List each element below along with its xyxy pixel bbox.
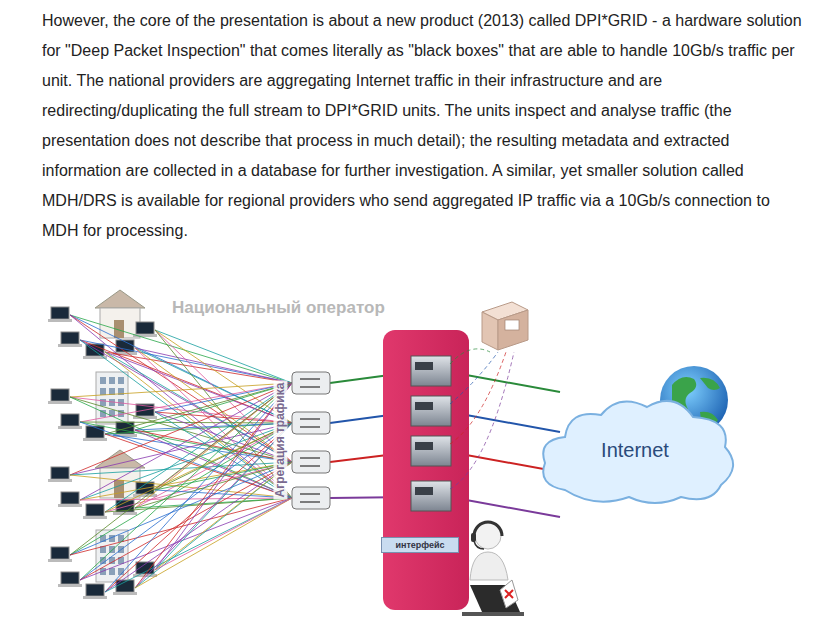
server-panel bbox=[415, 362, 433, 370]
traffic-line bbox=[155, 423, 292, 570]
database-box bbox=[482, 302, 528, 350]
traffic-line bbox=[135, 383, 292, 588]
traffic-line bbox=[80, 383, 292, 422]
dpi-server bbox=[411, 356, 451, 386]
user-group bbox=[48, 530, 157, 599]
server-panel bbox=[415, 402, 433, 410]
body-paragraph: However, the core of the presentation is… bbox=[42, 6, 802, 246]
traffic-line bbox=[80, 423, 292, 500]
switch bbox=[292, 451, 330, 473]
traffic-line bbox=[105, 352, 292, 498]
traffic-line bbox=[105, 423, 292, 434]
interface-box: интерфейс bbox=[381, 537, 459, 553]
node-text: интерфейс bbox=[395, 540, 444, 550]
data-flow bbox=[450, 349, 490, 364]
dpi-band bbox=[383, 330, 469, 610]
switch-mark bbox=[300, 494, 320, 502]
data-flow bbox=[450, 352, 506, 444]
traffic-line bbox=[155, 383, 292, 570]
traffic-line bbox=[80, 498, 292, 580]
switch-mark bbox=[300, 379, 320, 387]
traffic-line bbox=[80, 383, 292, 580]
traffic-line bbox=[105, 383, 292, 592]
traffic-line bbox=[105, 423, 292, 512]
traffic-line bbox=[155, 462, 292, 570]
traffic-line bbox=[105, 352, 292, 462]
switch bbox=[292, 412, 330, 434]
switch-mark bbox=[300, 458, 320, 466]
operator bbox=[462, 522, 524, 616]
traffic-line bbox=[135, 462, 292, 588]
traffic-line bbox=[70, 383, 292, 555]
server-panel bbox=[415, 487, 433, 495]
aggregation-label: Агрегация трафика bbox=[273, 381, 287, 500]
cloud-node: Internet bbox=[535, 385, 745, 510]
traffic-line bbox=[155, 423, 292, 490]
operator-heading: Национальный оператор bbox=[172, 298, 385, 318]
switch bbox=[292, 487, 330, 509]
traffic-line bbox=[70, 423, 292, 475]
traffic-line bbox=[105, 462, 292, 592]
traffic-line bbox=[70, 315, 292, 462]
dpi-server bbox=[411, 481, 451, 511]
traffic-line bbox=[135, 383, 292, 430]
switch-mark bbox=[300, 419, 320, 427]
node-text: Internet bbox=[601, 439, 669, 462]
dpi-server bbox=[411, 396, 451, 426]
traffic-line bbox=[135, 423, 292, 588]
traffic-line bbox=[155, 330, 292, 383]
server-panel bbox=[415, 442, 433, 450]
traffic-line bbox=[135, 498, 292, 588]
traffic-line bbox=[105, 498, 292, 592]
user-group bbox=[48, 450, 157, 519]
traffic-line bbox=[80, 340, 292, 383]
data-flow bbox=[450, 352, 498, 404]
dpi-server bbox=[411, 436, 451, 466]
data-flow bbox=[450, 352, 514, 489]
traffic-line bbox=[135, 348, 292, 423]
switch bbox=[292, 372, 330, 394]
traffic-line bbox=[155, 498, 292, 570]
traffic-line bbox=[105, 423, 292, 592]
